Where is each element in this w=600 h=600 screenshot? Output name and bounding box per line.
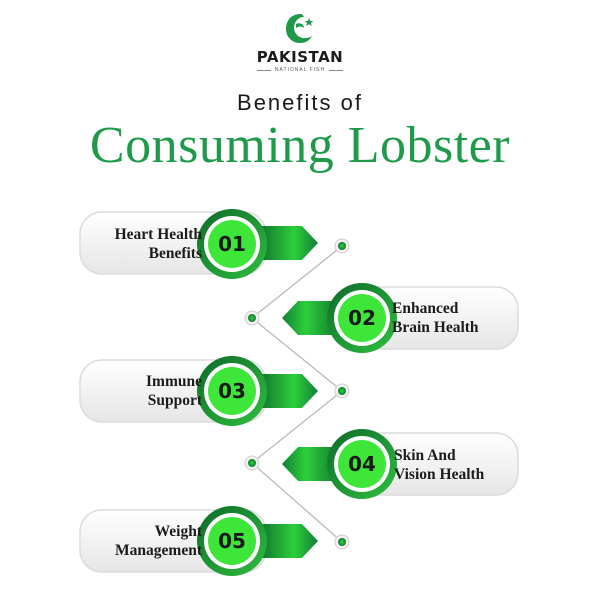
arrow-shape (258, 524, 318, 558)
brand-logo: PAKISTAN NATIONAL FISH (0, 10, 600, 73)
benefit-item-5 (79, 506, 350, 576)
benefit-label-3: Immune Support (146, 373, 202, 409)
arrow-shape (258, 374, 318, 408)
brand-name: PAKISTAN (256, 48, 344, 66)
arrow-shape (282, 447, 342, 481)
page-title: Consuming Lobster (89, 117, 511, 174)
brand-subtitle-text: NATIONAL FISH (274, 67, 326, 73)
benefit-item-4 (244, 429, 519, 499)
benefit-item-1 (79, 209, 350, 279)
arrow-shape (282, 301, 342, 335)
benefit-item-2 (244, 283, 519, 353)
benefit-label-4: Skin And Vision Health (394, 447, 485, 483)
benefit-number-2: 02 (348, 306, 376, 330)
crescent-star-icon (286, 14, 314, 43)
benefit-label-5: Weight Management (115, 523, 202, 559)
benefit-number-4: 04 (348, 452, 376, 476)
benefit-number-1: 01 (218, 232, 246, 256)
benefit-label-1: Heart Health Benefits (114, 226, 202, 262)
arrow-shape (258, 226, 318, 260)
benefit-number-5: 05 (218, 529, 246, 553)
benefit-number-3: 03 (218, 379, 246, 403)
benefit-label-2: Enhanced Brain Health (392, 300, 479, 336)
page-subtitle: Benefits of (237, 90, 363, 115)
benefit-item-3 (79, 356, 350, 426)
brand-subtitle: NATIONAL FISH (0, 67, 600, 73)
